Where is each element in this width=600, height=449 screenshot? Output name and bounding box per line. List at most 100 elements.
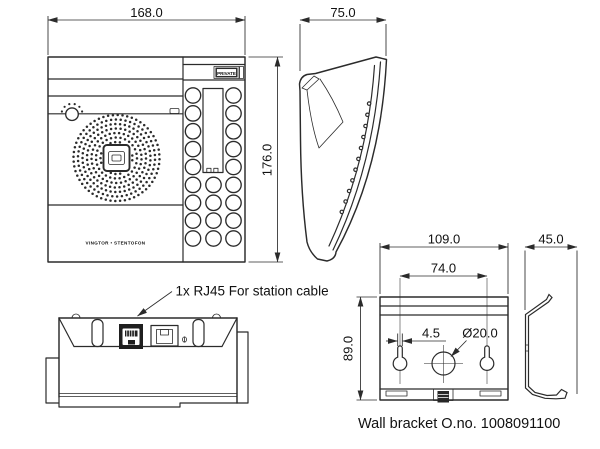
rj45-port	[119, 324, 143, 349]
speaker-dot	[118, 172, 122, 175]
speaker-dot	[123, 128, 127, 132]
snap-clip	[433, 388, 454, 403]
speaker-dot	[138, 187, 141, 191]
base-edge	[58, 396, 238, 408]
speaker-dot	[118, 122, 122, 126]
speaker-dot	[141, 191, 144, 194]
speaker-dot	[120, 194, 124, 198]
speaker-dot	[104, 134, 107, 137]
speaker-dot	[142, 176, 146, 180]
intercom-front-view: PRIVATE VINGTOR • STENTOFON 168.0 176.0	[47, 5, 283, 263]
speaker-dot	[84, 170, 87, 174]
speaker-dot	[118, 141, 122, 144]
bend-marks	[525, 344, 529, 352]
speaker-dot	[90, 140, 94, 144]
speaker-dot	[145, 172, 148, 176]
speaker-dot	[110, 181, 113, 184]
bracket-top-bends	[379, 305, 509, 316]
side-button-bump	[346, 188, 352, 194]
housing-seams	[306, 78, 344, 149]
keypad-button	[225, 158, 242, 176]
speaker-dot	[90, 152, 94, 156]
speaker-dot	[136, 135, 139, 139]
keypad-button	[184, 140, 202, 158]
speaker-dot	[85, 181, 89, 185]
speaker-dot	[90, 157, 93, 161]
speaker-dot	[99, 196, 103, 200]
extension-lines	[524, 250, 578, 394]
speaker-dot	[118, 186, 121, 189]
speaker-dot	[122, 175, 126, 179]
bracket-profile	[524, 293, 568, 400]
speaker-dot	[140, 158, 143, 161]
keypad-button	[184, 87, 202, 104]
speaker-dot	[144, 152, 147, 156]
speaker-dot	[76, 154, 80, 158]
module-port-outline	[150, 324, 179, 347]
speaker-dot	[101, 141, 105, 145]
speaker-dot	[80, 173, 84, 177]
speaker-dot	[154, 139, 157, 142]
speaker-dot	[104, 124, 108, 127]
speaker-dot	[86, 138, 89, 142]
speaker-dot	[144, 157, 148, 160]
speaker-dot	[148, 149, 152, 153]
speaker-dot	[127, 183, 130, 187]
keypad-button	[205, 176, 222, 194]
speaker-dot	[100, 126, 103, 129]
rj45-annotation: 1x RJ45 For station cable	[176, 284, 329, 299]
speaker-dot	[78, 178, 81, 182]
speaker-dot	[86, 149, 90, 152]
speaker-dot	[85, 125, 89, 129]
brand-logo-glyph	[111, 154, 122, 162]
speaker-dot	[100, 171, 104, 174]
recess-chamfers	[58, 318, 238, 348]
keypad-button	[205, 212, 222, 229]
speaker-dot	[109, 127, 113, 131]
speaker-dot	[137, 193, 140, 197]
speaker-dot	[149, 130, 153, 134]
speaker-dot	[130, 116, 134, 120]
speaker-dot	[82, 136, 85, 140]
mic-opening	[65, 107, 79, 122]
speaker-dot	[132, 195, 136, 199]
brand-logo-inner	[108, 151, 125, 165]
keyhole-slot	[479, 345, 495, 371]
slot-width-value: 4.5	[422, 326, 440, 341]
speaker-dot	[148, 163, 152, 167]
speaker-dot	[156, 143, 159, 147]
speaker-dot	[153, 153, 157, 157]
speaker-dot	[153, 158, 157, 162]
speaker-dot	[101, 177, 105, 181]
front-outline	[47, 56, 246, 263]
speaker-dot	[76, 159, 80, 163]
keypad-buttons	[184, 87, 242, 247]
speaker-dot	[92, 131, 96, 134]
speaker-dot	[96, 128, 99, 132]
speaker-dot	[96, 123, 99, 126]
speaker-dot	[140, 153, 143, 156]
speaker-dot	[135, 178, 138, 181]
speaker-dot	[128, 177, 132, 181]
keyhole-slot	[392, 345, 408, 371]
speaker-dot	[131, 181, 135, 184]
speaker-dot	[109, 171, 113, 175]
keypad-button	[225, 87, 242, 104]
front-panel-seams	[47, 78, 184, 206]
speaker-dot	[98, 145, 101, 148]
speaker-dot	[128, 120, 132, 124]
speaker-dot	[131, 159, 134, 162]
speaker-dot	[145, 140, 148, 144]
speaker-dot	[152, 168, 155, 171]
speaker-dot-pattern	[72, 113, 161, 203]
speaker-dot	[109, 141, 112, 145]
speaker-dot	[114, 122, 117, 126]
intercom-side-view: 75.0	[298, 5, 388, 262]
hole-diameter-value: Ø20.0	[462, 326, 497, 341]
speaker-dot	[74, 169, 77, 173]
speaker-dot	[100, 130, 104, 134]
keypad-panel: PRIVATE	[182, 63, 246, 247]
keypad-button	[184, 105, 202, 122]
side-button-bump	[365, 112, 370, 118]
